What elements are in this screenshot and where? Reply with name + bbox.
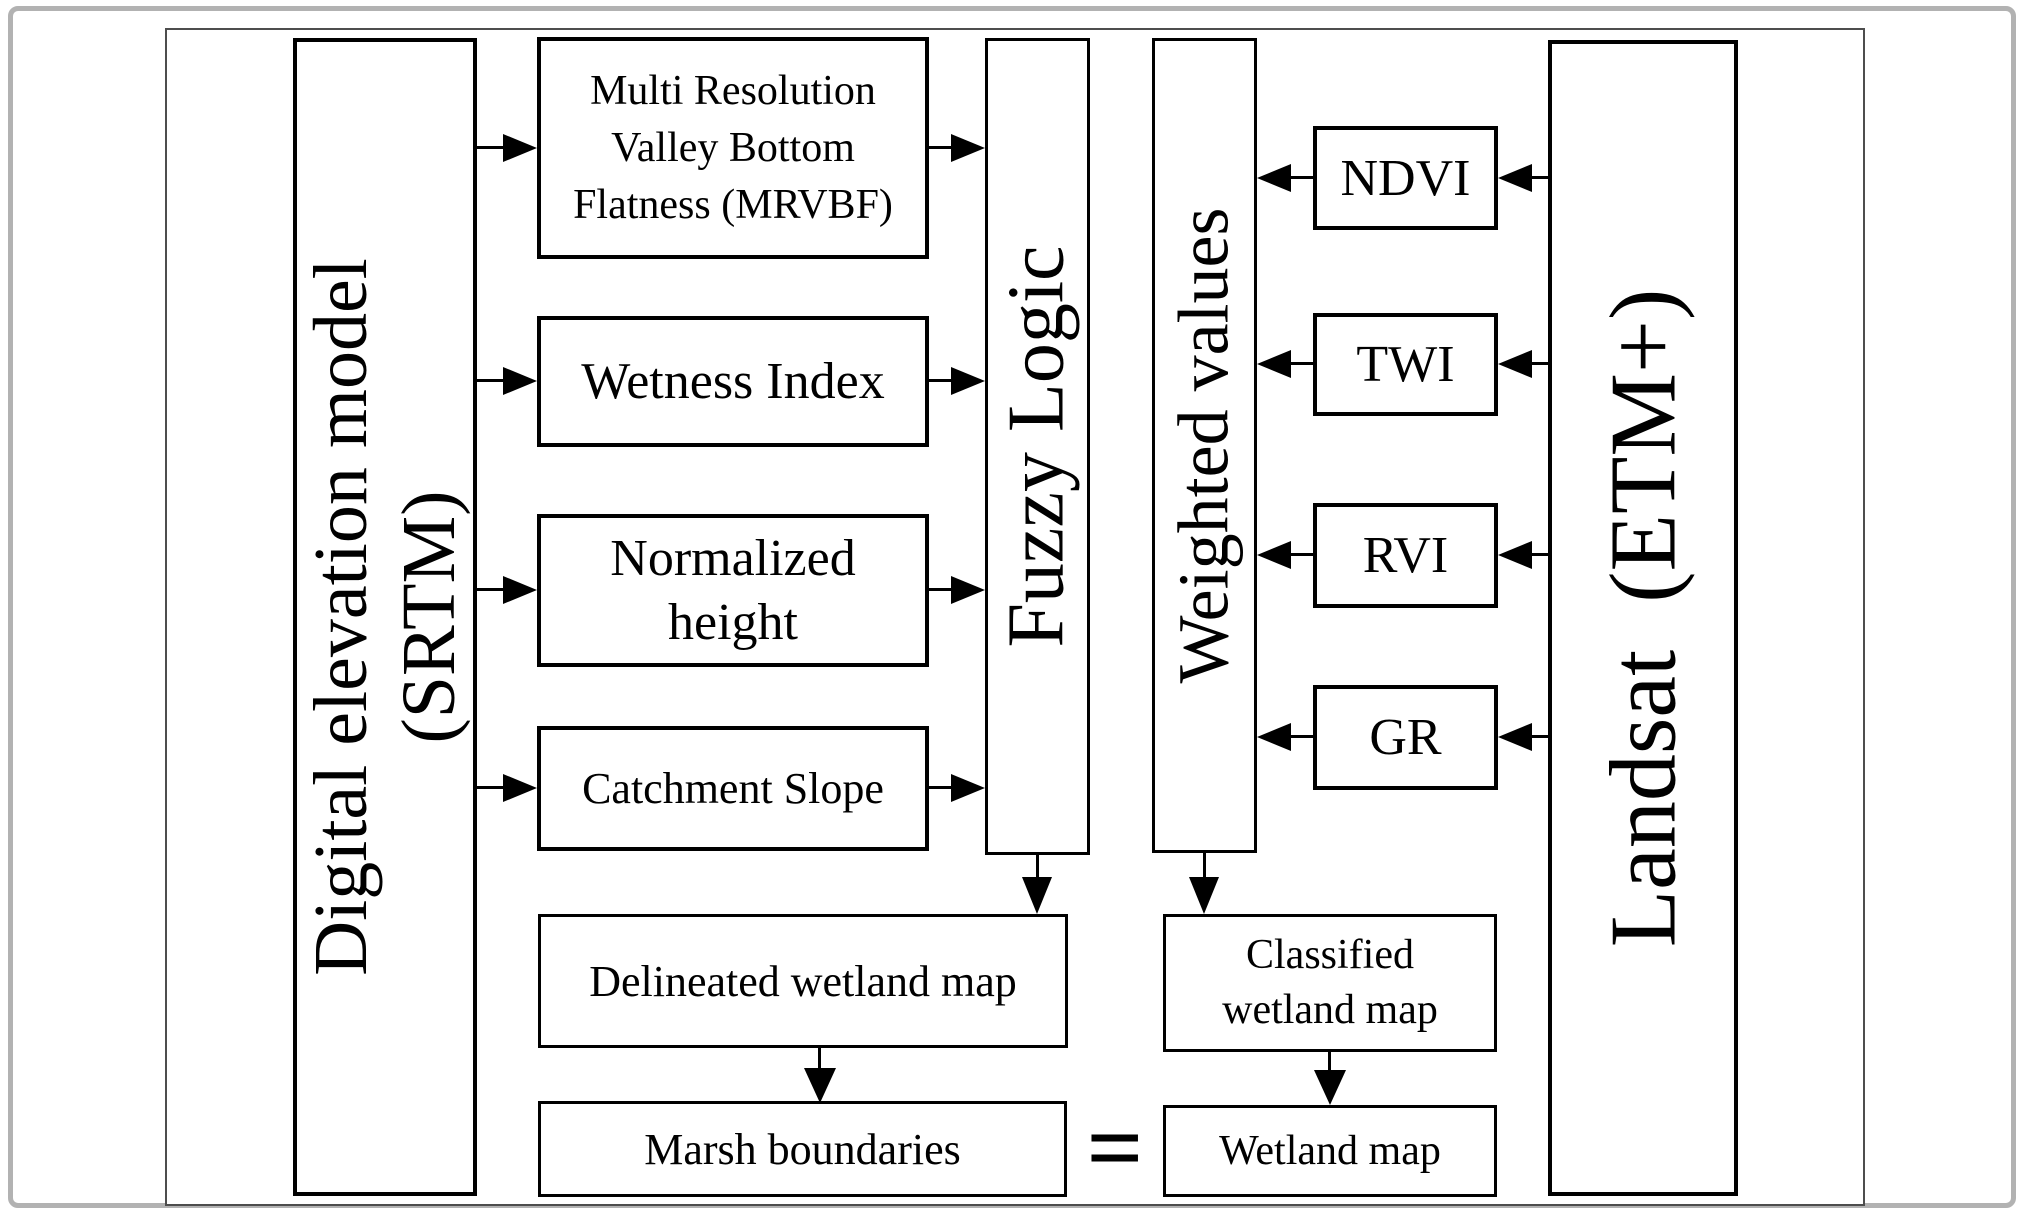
arrowhead-left-icon [1498,541,1532,569]
arrowhead-left-icon [1498,350,1532,378]
node-normalized-height-label: Normalized height [610,529,856,651]
node-landsat: Landsat (ETM+) [1548,40,1738,1196]
node-digital-elevation-model-label: Digital elevation model (SRTM) [299,258,471,976]
arrow-stem [477,588,505,591]
node-rvi-label: RVI [1362,527,1449,584]
arrowhead-left-icon [1498,164,1532,192]
node-gr-label: GR [1369,709,1442,766]
node-catchment-slope: Catchment Slope [537,726,929,851]
node-twi-label: TWI [1356,336,1455,393]
node-wetland-map-label: Wetland map [1219,1128,1441,1174]
node-delineated-wetland-map-label: Delineated wetland map [589,956,1017,1006]
node-delineated-wetland-map: Delineated wetland map [538,914,1068,1048]
equals-sign: = [1086,1091,1144,1203]
arrowhead-right-icon [951,774,985,802]
arrowhead-left-icon [1257,541,1291,569]
arrow-stem [1289,176,1313,179]
arrow-stem [1289,362,1313,365]
arrowhead-right-icon [503,367,537,395]
arrow-stem [1530,553,1548,556]
arrowhead-left-icon [1257,350,1291,378]
arrowhead-right-icon [951,367,985,395]
arrow-stem [818,1048,821,1070]
node-fuzzy-logic-label: Fuzzy Logic [993,245,1082,648]
arrowhead-right-icon [503,576,537,604]
arrowhead-left-icon [1257,723,1291,751]
node-rvi: RVI [1313,503,1498,608]
arrow-stem [1328,1052,1331,1072]
node-catchment-slope-label: Catchment Slope [582,764,884,813]
node-twi: TWI [1313,313,1498,416]
arrowhead-left-icon [1257,164,1291,192]
node-classified-wetland-map-label: Classified wetland map [1222,932,1438,1033]
node-wetness-index-label: Wetness Index [581,353,885,410]
node-ndvi: NDVI [1313,126,1498,230]
node-marsh-boundaries-label: Marsh boundaries [644,1124,961,1174]
arrowhead-down-icon [1189,877,1219,914]
arrowhead-down-icon [1314,1070,1346,1105]
arrowhead-right-icon [951,576,985,604]
node-fuzzy-logic: Fuzzy Logic [985,38,1090,855]
arrowhead-left-icon [1498,723,1532,751]
node-landsat-label: Landsat (ETM+) [1591,288,1696,948]
node-wetland-map: Wetland map [1163,1105,1497,1197]
arrow-stem [929,379,954,382]
node-digital-elevation-model: Digital elevation model (SRTM) [293,38,477,1196]
arrow-stem [1530,362,1548,365]
arrow-stem [929,146,954,149]
arrowhead-down-icon [804,1068,836,1103]
node-weighted-values: Weighted values [1152,38,1257,853]
arrowhead-down-icon [1022,877,1052,914]
arrowhead-right-icon [503,774,537,802]
arrow-stem [929,786,954,789]
node-normalized-height: Normalized height [537,514,929,667]
node-mrvbf-label: Multi Resolution Valley Bottom Flatness … [573,67,893,228]
arrow-stem [477,146,505,149]
arrow-stem [477,379,505,382]
node-ndvi-label: NDVI [1340,149,1471,207]
arrow-stem [1289,735,1313,738]
arrow-stem [477,786,505,789]
arrow-stem [1203,853,1206,879]
node-weighted-values-label: Weighted values [1164,207,1244,684]
arrow-stem [1530,735,1548,738]
arrow-stem [1036,855,1039,879]
node-gr: GR [1313,685,1498,790]
arrowhead-right-icon [951,134,985,162]
node-marsh-boundaries: Marsh boundaries [538,1101,1067,1197]
arrow-stem [1530,176,1548,179]
node-wetness-index: Wetness Index [537,316,929,447]
node-classified-wetland-map: Classified wetland map [1163,914,1497,1052]
node-mrvbf: Multi Resolution Valley Bottom Flatness … [537,37,929,259]
arrow-stem [929,588,954,591]
arrow-stem [1289,553,1313,556]
arrowhead-right-icon [503,134,537,162]
